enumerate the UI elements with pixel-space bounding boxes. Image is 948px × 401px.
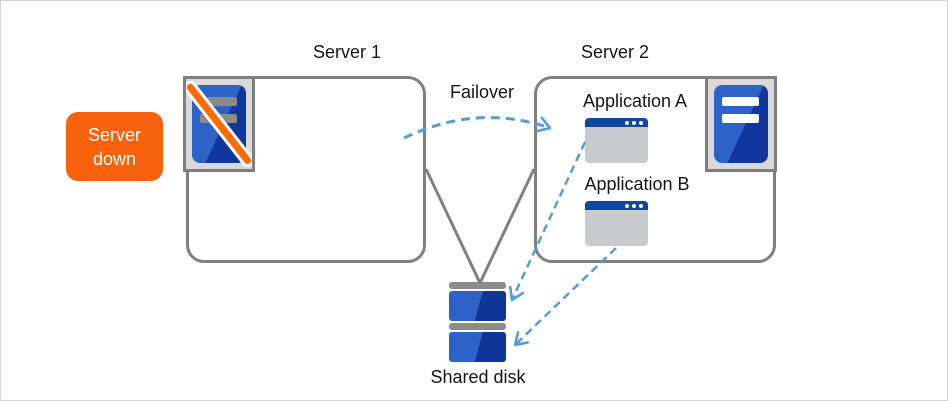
application-a-label: Application A [582,91,688,111]
server-body [714,85,768,163]
server-bar [722,114,759,123]
crossed-server-icon [183,76,255,172]
server2-label: Server 2 [580,42,650,62]
server1-disk-connector-line [424,168,482,284]
server2-disk-connector-line [478,168,536,284]
window-titlebar [585,201,648,210]
disk-body [449,291,506,321]
window-dot-icon [639,120,643,125]
server-down-badge-line1: Server [87,124,141,145]
window-dot-icon [625,120,629,125]
disk-body [449,332,506,362]
window-dot-icon [625,203,629,208]
failover-label: Failover [449,82,515,102]
window-dot-icon [632,120,636,125]
server-bar [722,97,759,106]
window-titlebar [585,118,648,127]
server1-label: Server 1 [312,42,382,62]
window-dot-icon [639,203,643,208]
server-down-badge: Server down [66,112,163,181]
server-icon [705,76,777,172]
disk-cap [449,282,506,289]
app-b-window-icon [585,201,648,246]
window-dot-icon [632,203,636,208]
server-bar [200,97,237,106]
shared-disk-icon [449,282,506,362]
application-b-label: Application B [584,174,690,194]
server-down-badge-line2: down [92,148,137,169]
disk-cap [449,323,506,330]
shared-disk-label: Shared disk [430,367,526,387]
app-a-window-icon [585,118,648,163]
